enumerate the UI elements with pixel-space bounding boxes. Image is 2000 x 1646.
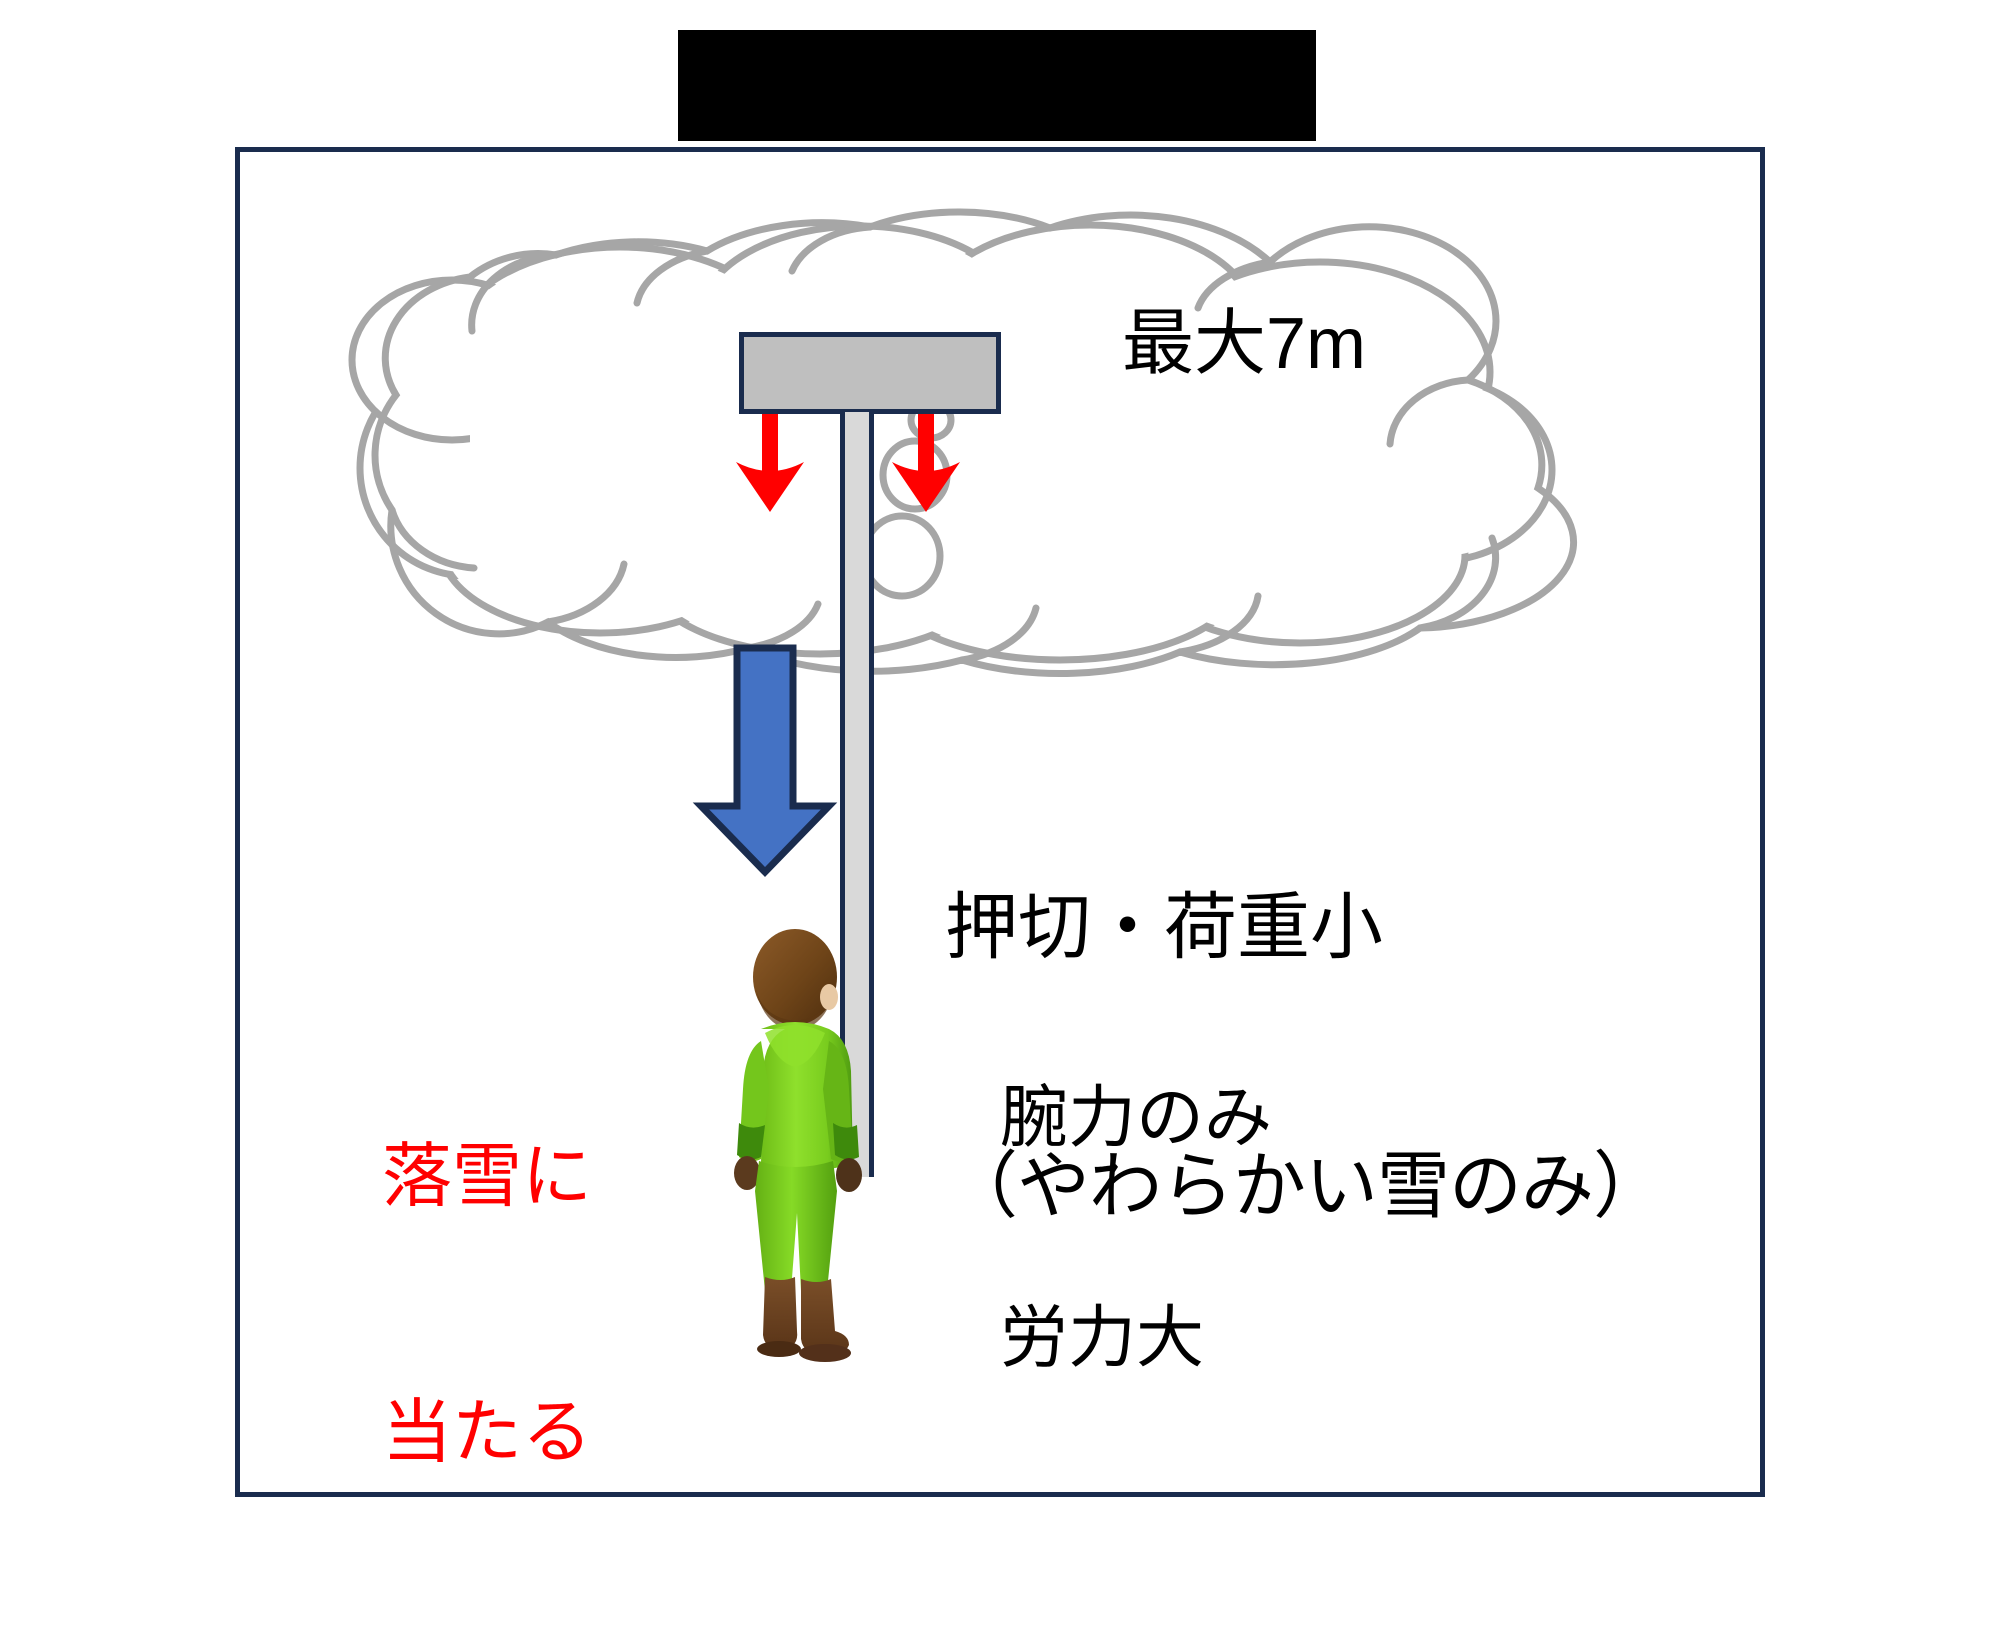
- jacket: [737, 1022, 859, 1171]
- press-cut-label: 押切・荷重小 （やわらかい雪のみ）: [945, 713, 1666, 1402]
- pants: [755, 1161, 837, 1294]
- diagram-canvas: 最大7m 押切・荷重小 （やわらかい雪のみ） 腕力のみ 労力大 落雪に 当たる: [235, 30, 1765, 1497]
- gloves: [734, 1156, 862, 1192]
- boots: [757, 1277, 851, 1362]
- effort-label: 労力大: [1000, 1300, 1205, 1376]
- press-cut-line-2: （やわらかい雪のみ）: [945, 1145, 1666, 1227]
- press-cut-line-1: 押切・荷重小: [945, 887, 1383, 969]
- falling-snow-line-2: 当たる: [382, 1392, 592, 1471]
- rake-head: [739, 332, 1001, 414]
- arm-power-label: 腕力のみ: [1000, 1080, 1273, 1156]
- worker-figure: [734, 929, 862, 1362]
- max-reach-label: 最大7m: [1122, 304, 1367, 384]
- falling-snow-warning-label: 落雪に 当たる: [382, 963, 592, 1646]
- falling-snow-line-1: 落雪に: [382, 1136, 592, 1215]
- redacted-title-bar: [678, 30, 1316, 141]
- head: [753, 929, 838, 1031]
